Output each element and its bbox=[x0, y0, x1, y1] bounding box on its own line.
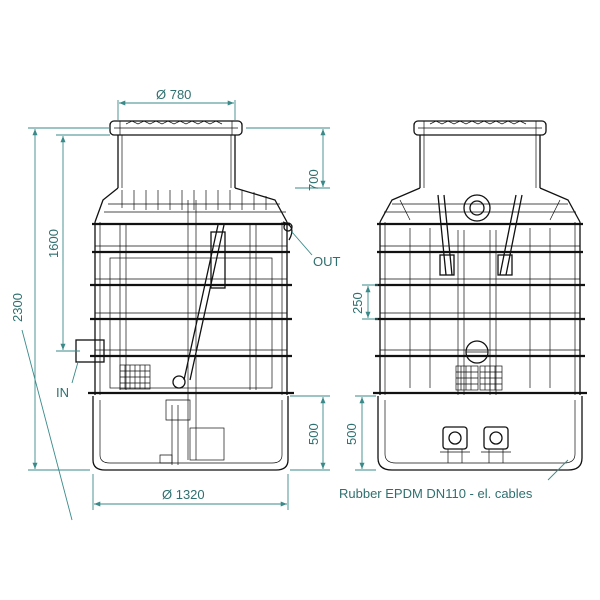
inlet-height-label: 1600 bbox=[46, 229, 61, 258]
neck-left bbox=[117, 135, 236, 188]
base-height-right-label: 500 bbox=[344, 423, 359, 445]
bottom-diameter-label: Ø 1320 bbox=[162, 487, 205, 502]
base-right bbox=[377, 396, 583, 471]
total-height-label: 2300 bbox=[10, 293, 25, 322]
lid-right bbox=[413, 120, 547, 136]
neck-right bbox=[419, 135, 541, 188]
body-left bbox=[75, 200, 294, 460]
shoulder-right bbox=[379, 187, 581, 223]
outlet-label: OUT bbox=[313, 254, 341, 269]
base-height-left-label: 500 bbox=[306, 423, 321, 445]
lid-left bbox=[109, 120, 243, 136]
shoulder-left bbox=[94, 187, 288, 223]
seal-note-label: Rubber EPDM DN110 - el. cables bbox=[339, 486, 533, 501]
dimension-labels: Ø 780 Ø 1320 2300 1600 700 500 250 500 O… bbox=[10, 87, 533, 502]
side-view bbox=[75, 120, 294, 471]
rib-spacing-label: 250 bbox=[350, 292, 365, 314]
body-right bbox=[373, 194, 587, 395]
dimension-lines bbox=[21, 100, 569, 521]
front-view bbox=[373, 120, 587, 471]
neck-height-label: 700 bbox=[306, 169, 321, 191]
base-left bbox=[92, 396, 289, 471]
top-diameter-label: Ø 780 bbox=[156, 87, 191, 102]
inlet-label: IN bbox=[56, 385, 69, 400]
